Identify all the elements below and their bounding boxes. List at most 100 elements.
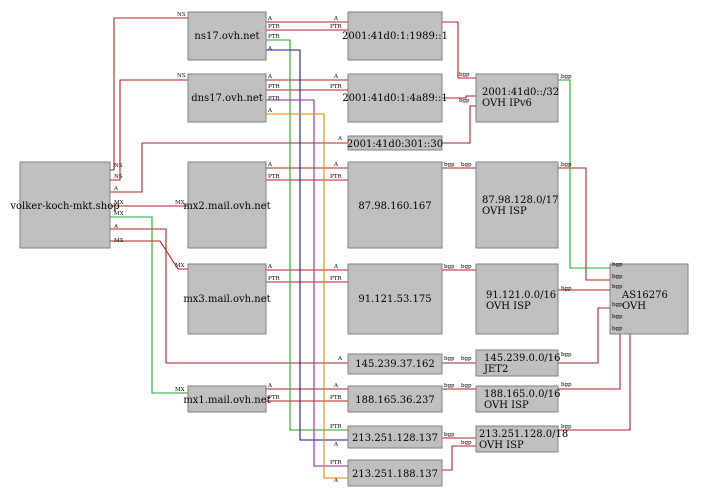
node-pfx-87-label-1: 87.98.128.0/17 [482,195,559,206]
label-bgp-11: bgp [444,432,455,438]
node-pfx-188-label-2: OVH ISP [484,400,529,411]
label-ptr-7: PTR [268,395,280,401]
nodes: volker-koch-mkt.shop ns17.ovh.net dns17.… [9,11,689,487]
node-mx3[interactable] [187,263,267,335]
node-ip6-3[interactable] [347,135,443,151]
node-ip6-1[interactable] [347,11,443,61]
edge-a-ip6-3 [110,142,348,193]
label-bgp-13: bgp [561,74,572,80]
label-bgp-2: bgp [459,98,470,104]
node-pfx-87-label-2: OVH ISP [482,206,527,217]
node-ip4-5[interactable] [347,425,443,449]
edges-purple [266,99,348,467]
label-ptr-14: PTR [330,460,342,466]
edge-mx-mx3 [110,240,188,270]
label-ptr-10: PTR [330,174,342,180]
label-a-18: A [333,478,339,484]
label-ns-2: NS [177,73,186,79]
label-mx-3: MX [114,238,124,244]
label-bgp-8: bgp [461,356,472,362]
edge-bgp-v6-as [558,79,610,269]
node-ip4-1[interactable] [347,161,443,249]
node-pfx-213-label-1: 213.251.128.0/18 [479,429,568,440]
label-mx-4: MX [175,200,185,206]
node-pfx-91[interactable] [475,263,559,335]
label-a-10: A [333,16,339,22]
node-ip4-6-label: 213.251.188.137 [352,469,438,480]
node-pfx-145-label-1: 145.239.0.0/16 [484,353,561,364]
label-ptr-5: PTR [268,174,280,180]
label-ptr-4: PTR [268,96,280,102]
node-ip4-2[interactable] [347,263,443,335]
node-ns17[interactable] [187,11,267,61]
node-pfx-v6-label-1: 2001:41d0::/32 [482,87,559,98]
label-ptr-12: PTR [330,395,342,401]
node-pfx-213[interactable] [475,425,559,453]
node-pfx-188[interactable] [475,385,559,413]
edges-green [110,39,610,431]
node-dns17[interactable] [187,73,267,123]
node-ip6-2[interactable] [347,73,443,123]
node-mx3-label: mx3.mail.ovh.net [183,294,270,305]
node-ip4-3-label: 145.239.37.162 [355,359,435,370]
label-bgp-18: bgp [561,424,572,430]
label-a-6: A [267,108,273,114]
edges-blue [266,49,348,441]
edge-a-ip4-3 [110,228,348,364]
label-a-15: A [337,356,343,362]
edge-labels: NS NS NS NS A MX MX A MX MX MX MX A PTR … [113,12,623,484]
node-as16276[interactable] [609,263,689,335]
node-pfx-91-label-1: 91.121.0.0/16 [486,290,556,301]
node-ip4-2-label: 91.121.53.175 [358,294,431,305]
node-ip6-3-label: 2001:41d0:301::30 [347,139,443,150]
label-bgp-6: bgp [461,264,472,270]
label-mx-1: MX [114,200,124,206]
label-ptr-1: PTR [268,24,280,30]
edge-mx-mx1 [110,216,188,394]
node-ip4-4[interactable] [347,385,443,413]
node-mx1[interactable] [187,385,267,413]
edge-ns-ns17 [110,17,188,171]
label-a-12: A [337,136,343,142]
node-ip4-3[interactable] [347,353,443,375]
label-ptr-6: PTR [268,276,280,282]
node-mx2[interactable] [187,161,267,249]
label-ptr-9: PTR [330,84,342,90]
label-a-13: A [333,162,339,168]
node-ip4-1-label: 87.98.160.167 [358,201,431,212]
node-pfx-87[interactable] [475,161,559,249]
node-ip6-2-label: 2001:41d0:1:4a89::1 [342,93,448,104]
label-bgp-1: bgp [459,72,470,78]
label-bgp-7: bgp [444,356,455,362]
node-pfx-v6[interactable] [475,73,559,123]
label-bgp-21: bgp [612,284,623,290]
node-mx1-label: mx1.mail.ovh.net [183,395,270,406]
node-pfx-145[interactable] [475,349,559,377]
node-pfx-v6-label-2: OVH IPv6 [482,98,532,109]
node-dns17-label: dns17.ovh.net [191,93,263,104]
label-a-14: A [333,264,339,270]
label-a-11: A [333,74,339,80]
label-a-2: A [113,224,119,230]
label-bgp-16: bgp [561,352,572,358]
node-ip4-6[interactable] [347,459,443,487]
label-bgp-14: bgp [561,162,572,168]
label-a-1: A [113,186,119,192]
node-domain[interactable] [19,161,111,249]
label-a-5: A [267,74,273,80]
label-a-17: A [333,442,339,448]
label-a-9: A [267,383,273,389]
label-ptr-8: PTR [330,24,342,30]
node-ip6-1-label: 2001:41d0:1:1989::1 [342,31,448,42]
label-a-8: A [267,264,273,270]
node-pfx-145-label-2: JET2 [483,364,508,375]
node-ns17-label: ns17.ovh.net [194,31,259,42]
node-pfx-188-label-1: 188.165.0.0/16 [484,389,561,400]
edges-orange [266,113,348,479]
node-pfx-91-label-2: OVH ISP [486,301,531,312]
label-mx-2: MX [114,211,124,217]
label-bgp-5: bgp [444,264,455,270]
label-bgp-19: bgp [612,262,623,268]
